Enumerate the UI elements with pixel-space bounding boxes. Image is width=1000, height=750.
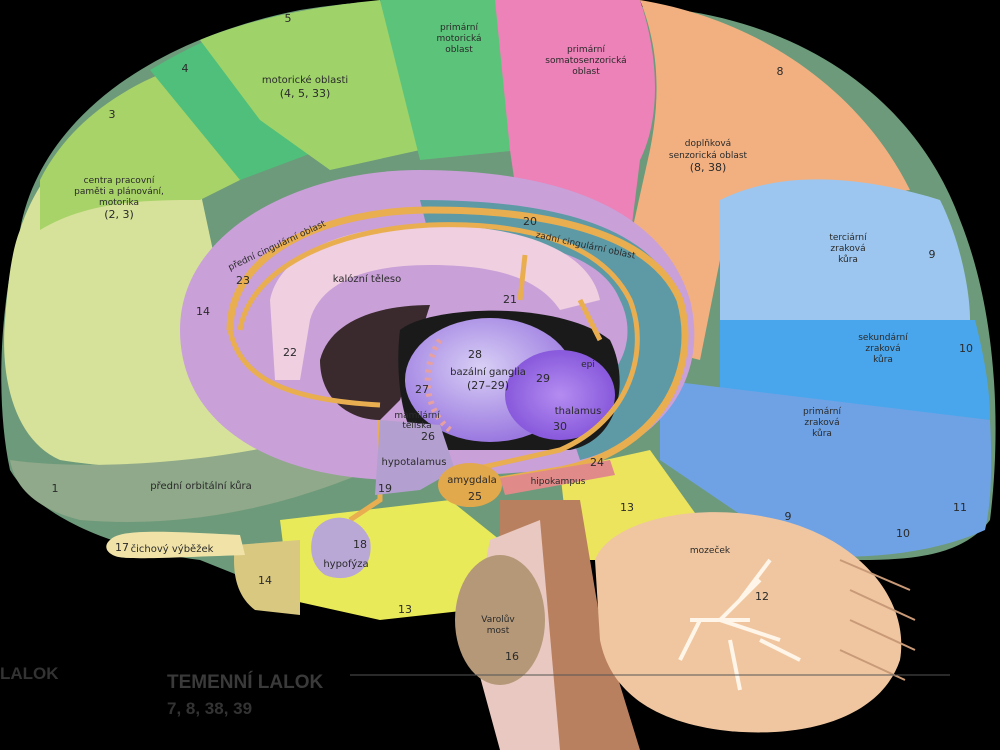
label-working-memory-4: (2, 3) [104, 208, 134, 221]
label-primary-visual-2: zraková [804, 418, 839, 428]
label-13b: 13 [398, 603, 412, 616]
label-basal-ganglia-2: (27–29) [467, 379, 509, 392]
hypothalamus [375, 420, 455, 495]
label-primary-motor-2: motorická [436, 34, 481, 44]
label-19: 19 [378, 482, 392, 495]
label-20: 20 [523, 215, 537, 228]
label-1: 1 [52, 482, 59, 495]
thalamus [505, 350, 615, 440]
label-orbital-cortex: přední orbitální kůra [150, 480, 252, 492]
label-epiphysis: epi [581, 360, 595, 370]
cerebellum-tree [678, 558, 801, 691]
label-hippocampus: hipokampus [531, 477, 586, 487]
label-mammillary-1: mamilární [394, 411, 440, 421]
label-motor-areas-nums: (4, 5, 33) [280, 87, 331, 100]
label-10a: 10 [959, 342, 973, 355]
label-motor-areas: motorické oblasti [262, 74, 348, 86]
label-primary-motor-3: oblast [445, 45, 473, 55]
label-supp-sensory-3: (8, 38) [690, 161, 727, 174]
label-22: 22 [283, 346, 297, 359]
label-corpus-callosum: kalózní těleso [333, 273, 402, 285]
label-9a: 9 [929, 248, 936, 261]
label-25: 25 [468, 490, 482, 503]
limbic-arc-outer [226, 206, 689, 489]
label-10b: 10 [896, 527, 910, 540]
label-secondary-visual-3: kůra [873, 354, 893, 365]
pons [455, 555, 545, 685]
label-supp-sensory-1: doplňková [685, 138, 731, 149]
label-supp-sensory-2: senzorická oblast [669, 151, 748, 161]
label-18: 18 [353, 538, 367, 551]
label-8: 8 [777, 65, 784, 78]
caption-parietal-numbers: 7, 8, 38, 39 [167, 699, 253, 718]
label-23: 23 [236, 274, 250, 287]
hypophysis [311, 517, 371, 579]
fornix-path [227, 254, 603, 523]
region-somatosensory [495, 0, 655, 240]
ganglia-bead-arc [424, 338, 452, 433]
label-secondary-visual-1: sekundární [858, 333, 908, 343]
label-12: 12 [755, 590, 769, 603]
label-primary-motor-1: primární [440, 23, 478, 33]
label-olfactory: čichový výběžek [131, 543, 214, 555]
region-area-14-low [234, 540, 300, 615]
olfactory-bulb [106, 531, 245, 559]
label-pons-2: most [487, 626, 510, 636]
amygdala [438, 463, 502, 507]
cerebellum-stripes [839, 559, 916, 681]
label-3: 3 [109, 108, 116, 121]
label-tertiary-visual-3: kůra [838, 254, 858, 265]
label-14b: 14 [258, 574, 272, 587]
label-hypophysis: hypofýza [323, 558, 368, 570]
label-28: 28 [468, 348, 482, 361]
region-secondary-visual [720, 320, 990, 420]
caption-left-fragment: LALOK [0, 664, 59, 683]
label-thalamus: thalamus [555, 406, 602, 417]
label-4: 4 [182, 62, 189, 75]
label-24: 24 [590, 456, 604, 469]
label-pons-1: Varolův [481, 614, 515, 625]
region-motor-areas [200, 0, 420, 170]
label-tertiary-visual-2: zraková [830, 244, 865, 254]
corpus-callosum [270, 225, 600, 380]
region-primary-motor [380, 0, 520, 160]
label-27: 27 [415, 383, 429, 396]
label-somato-1: primární [567, 45, 605, 55]
label-working-memory-1: centra pracovní [84, 176, 155, 186]
region-posterior-cingulate [420, 200, 686, 460]
cerebellum [595, 512, 902, 733]
label-tertiary-visual-1: terciární [829, 233, 867, 243]
label-29: 29 [536, 372, 550, 385]
label-13a: 13 [620, 501, 634, 514]
region-primary-visual [660, 380, 992, 557]
region-tertiary-visual [720, 179, 970, 330]
label-working-memory-3: motorika [99, 198, 139, 208]
label-5: 5 [285, 12, 292, 25]
region-parietal-orange [620, 0, 910, 360]
label-30: 30 [553, 420, 567, 433]
caption-parietal-title: TEMENNÍ LALOK [167, 672, 324, 693]
hippocampus [500, 460, 615, 495]
label-11: 11 [953, 501, 967, 514]
label-somato-3: oblast [572, 67, 600, 77]
label-26: 26 [421, 430, 435, 443]
label-secondary-visual-2: zraková [865, 344, 900, 354]
label-mammillary-2: tělíska [402, 421, 431, 431]
label-16: 16 [505, 650, 519, 663]
label-21: 21 [503, 293, 517, 306]
label-cerebellum: mozeček [690, 545, 731, 556]
label-somato-2: somatosenzorická [545, 56, 626, 66]
label-amygdala: amygdala [447, 475, 497, 486]
label-primary-visual-3: kůra [812, 428, 832, 439]
limbic-arc-inner [237, 222, 640, 473]
label-9b: 9 [785, 510, 792, 523]
label-14a: 14 [196, 305, 210, 318]
label-primary-visual-1: primární [803, 407, 841, 417]
label-hypothalamus: hypotalamus [382, 457, 447, 468]
label-basal-ganglia-1: bazální ganglia [450, 366, 526, 378]
label-17: 17 [115, 541, 129, 554]
label-working-memory-2: paměti a plánování, [74, 187, 164, 197]
